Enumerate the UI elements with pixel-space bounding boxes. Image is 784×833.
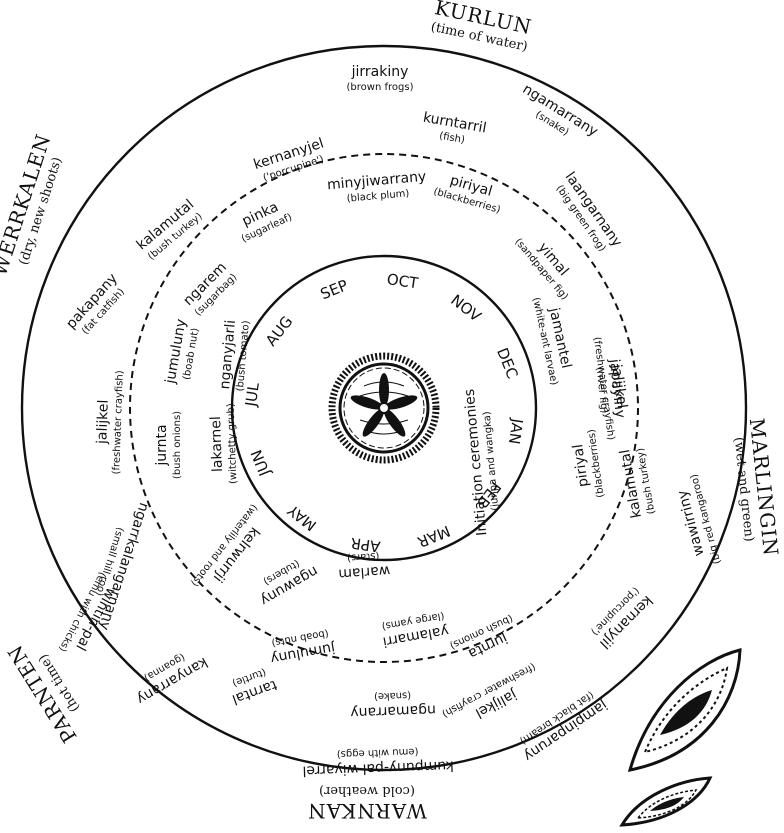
month-text: DEC <box>493 345 521 381</box>
month-label-may: MAY <box>284 501 320 535</box>
resource-label-17: jalijkel(freshwater crayfish) <box>93 369 126 474</box>
resource-label-0-name: jirrakiny <box>351 64 409 80</box>
resource-label-12: jumuluny(boab nut) <box>162 318 202 388</box>
resource-label-28: kernanyjil('porcupine') <box>587 583 656 652</box>
leaf-decoration-large <box>630 650 740 770</box>
season-label-marlingin: MARLINGIN(wet and green) <box>729 417 783 559</box>
resource-label-18-gloss: (bush onions) <box>172 411 183 479</box>
month-label-jan: JAN <box>505 417 527 446</box>
season-label-kurlun: KURLUN(time of water) <box>429 0 534 55</box>
resource-label-27-name: warlam <box>338 562 391 582</box>
month-text: NOV <box>447 291 485 326</box>
resource-label-2: kurntarril(fish) <box>420 110 488 150</box>
resource-label-38-name: kumpuny-pal wiyarrel <box>302 757 454 778</box>
resource-label-14: jamantel(white-ant larvae) <box>530 293 577 387</box>
resource-label-31: jurnta(bush onions) <box>448 612 522 667</box>
resource-label-8: pinka(sugarleaf) <box>232 196 294 245</box>
resource-label-32: jumuluny(boab nuts) <box>267 626 337 666</box>
resource-label-23: wawirriny(big red kangaroo) <box>671 473 723 570</box>
resource-label-35: jalijkel(freshwater crayfish) <box>440 661 546 736</box>
month-text: AUG <box>262 313 296 350</box>
resource-label-37: jampinparuny(fat black bream) <box>513 685 610 764</box>
resource-label-17-name: jalijkel <box>94 399 112 445</box>
season-label-werrkalen: WERRKALEN(dry, new shoots) <box>0 131 71 284</box>
resource-label-17-gloss: (freshwater crayfish) <box>111 370 126 475</box>
resource-label-4: minyjiwarrany(black plum) <box>326 169 428 207</box>
resource-label-36-name: ngamarrany <box>350 702 436 721</box>
resource-label-21: piriyal(blackberries) <box>568 428 606 500</box>
resource-label-38: kumpuny-pal wiyarrel(emu with eggs) <box>302 744 454 778</box>
resource-label-30: yalamarri(large yams) <box>379 609 450 649</box>
month-label-nov: NOV <box>447 291 485 326</box>
season-label-warnkan: WARNKAN(cold weather) <box>307 783 427 823</box>
resource-label-18: jurnta(bush onions) <box>154 411 183 479</box>
resource-label-1: ngamarrany(snake) <box>513 81 601 151</box>
resource-label-9: kalamutal(bush turkey) <box>134 197 206 264</box>
month-label-jun: JUN <box>247 447 274 479</box>
resource-label-34: tarntal(turtle) <box>225 664 279 707</box>
resource-label-36: ngamarrany(snake) <box>350 689 437 721</box>
leaf-decoration-small <box>622 778 710 825</box>
resource-label-5: piriyal(blackberries) <box>432 169 506 216</box>
month-label-oct: OCT <box>386 270 420 292</box>
month-label-apr: APR <box>350 534 382 556</box>
resource-label-7: yimal(sandpaper fig) <box>512 225 584 303</box>
resource-label-21-gloss: (blackberries) <box>586 428 607 498</box>
month-text: OCT <box>386 270 420 292</box>
resource-label-19-name: lakarnel <box>208 416 226 472</box>
month-label-jul: JUL <box>242 381 263 409</box>
resource-label-18-name: jurnta <box>154 424 170 466</box>
resource-label-36-gloss: (snake) <box>374 689 412 701</box>
resource-label-20: Initiation ceremonies(junpa and wangka) <box>462 387 504 536</box>
resource-label-38-gloss: (emu with eggs) <box>337 746 419 760</box>
resource-label-0-gloss: (brown frogs) <box>347 82 414 93</box>
season-label-warnkan-name: WARNKAN <box>307 799 427 823</box>
central-fruit-emblem <box>332 356 436 460</box>
resource-label-19: lakarnel(witchetty grub) <box>208 403 240 485</box>
resource-label-26: ngawuny(tubers) <box>251 551 321 608</box>
month-text: SEP <box>318 276 351 303</box>
month-label-aug: AUG <box>262 313 296 350</box>
resource-label-11: pakapany(fat catfish) <box>63 271 130 341</box>
month-label-sep: SEP <box>318 276 351 303</box>
resource-label-3: kernanyjel('porcupine') <box>252 135 330 185</box>
resource-label-4-name: minyjiwarrany <box>326 169 427 194</box>
month-text: JUN <box>247 447 274 479</box>
resource-label-22: kalamutal(bush turkey) <box>617 446 658 519</box>
month-text: JUL <box>242 381 263 409</box>
month-text: JAN <box>505 417 527 446</box>
month-label-dec: DEC <box>493 345 521 381</box>
resource-label-6: laangarnany(big green frog) <box>551 169 625 257</box>
resource-label-0: jirrakiny (brown frogs) <box>347 64 414 93</box>
resource-label-10: ngarem(sugarbag) <box>180 259 239 318</box>
month-text: MAY <box>284 501 320 535</box>
season-label-warnkan-gloss: (cold weather) <box>319 783 415 798</box>
resource-label-2-gloss: (fish) <box>438 131 465 146</box>
month-text: APR <box>350 534 382 556</box>
resource-label-19-gloss: (witchetty grub) <box>226 403 240 484</box>
